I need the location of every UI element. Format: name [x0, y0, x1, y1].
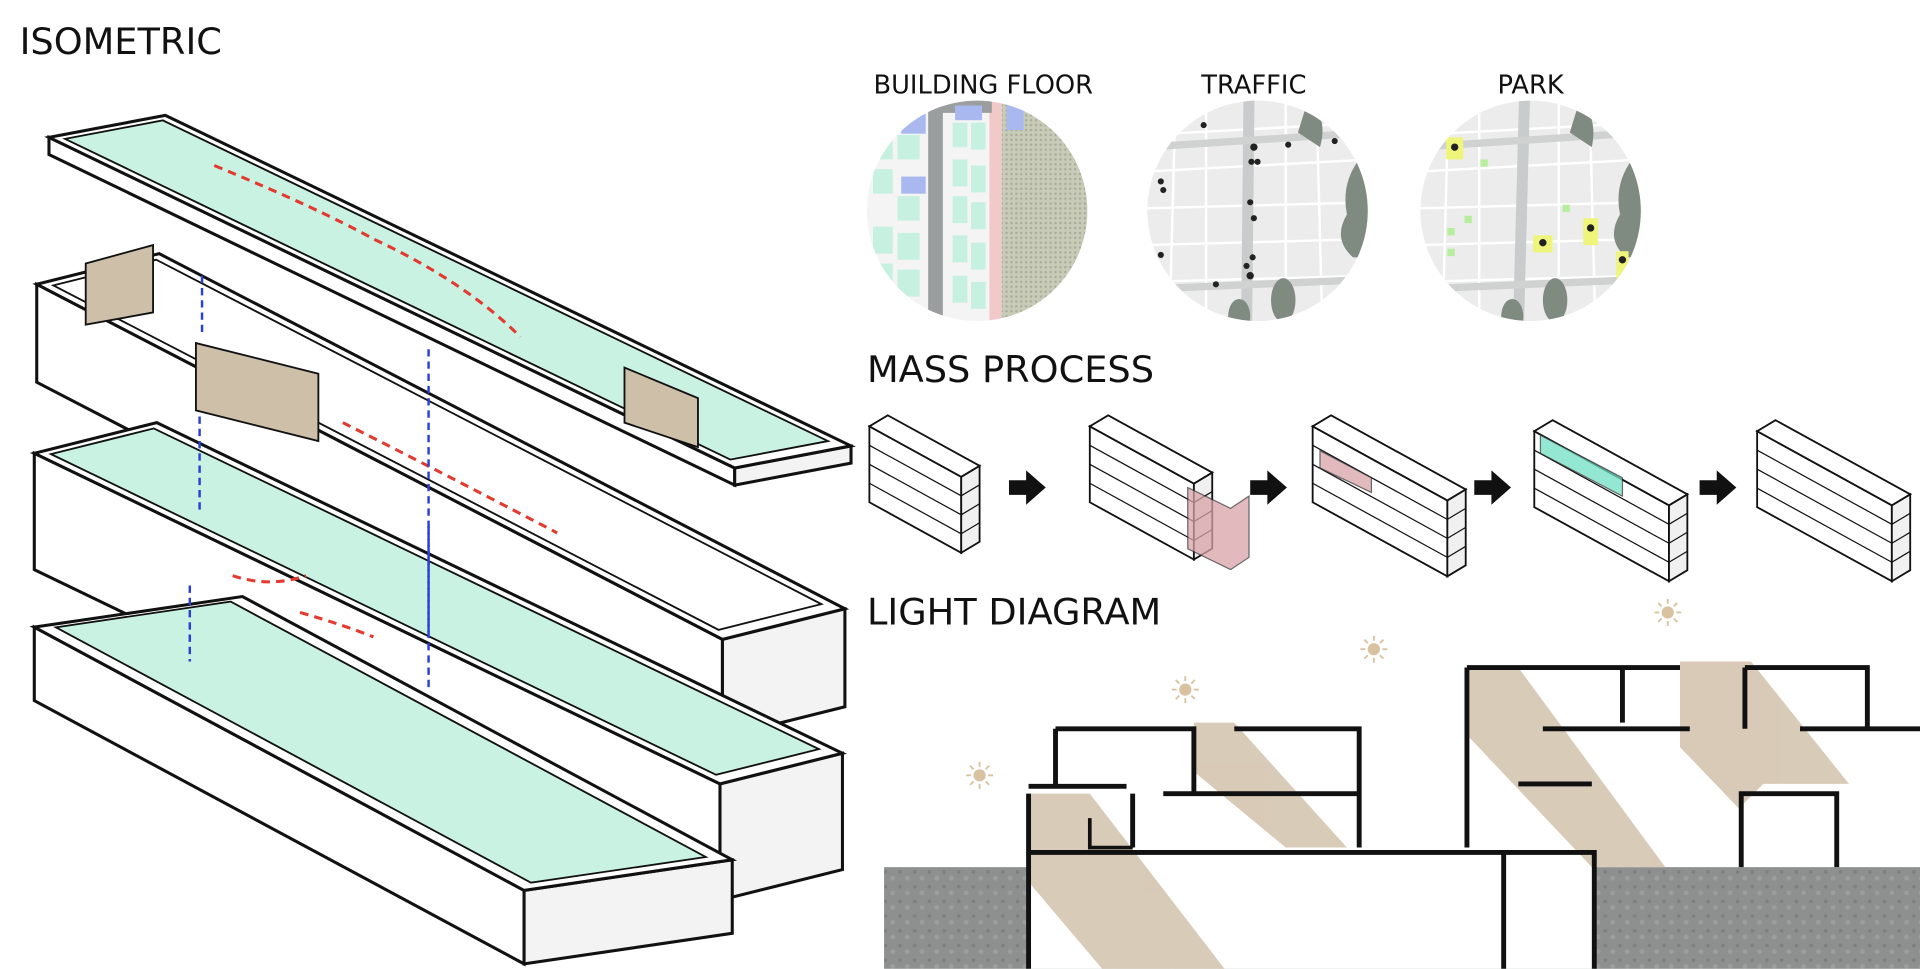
- floor-line: [960, 503, 980, 516]
- park-map: [1420, 100, 1641, 322]
- sun-core: [973, 769, 986, 782]
- sun-icon: [1654, 598, 1682, 626]
- floor-line: [1668, 550, 1688, 563]
- sun-ray: [1175, 679, 1180, 685]
- floor-surface: [48, 427, 822, 776]
- building-section: [1026, 665, 1920, 969]
- floor-line: [1668, 531, 1688, 544]
- floor-line: [1089, 482, 1195, 542]
- room-wall: [84, 243, 154, 326]
- sun-ray: [969, 780, 975, 786]
- floor-line: [1891, 512, 1911, 525]
- circulation-arrow: [342, 421, 558, 535]
- floor-line: [1533, 449, 1670, 525]
- traffic-label: TRAFFIC: [1200, 70, 1306, 100]
- floor-line: [1756, 468, 1893, 544]
- floor-line: [1089, 444, 1195, 504]
- sun-core: [1179, 683, 1192, 696]
- sun-ray: [985, 765, 990, 770]
- highlight-volume: [1539, 433, 1624, 498]
- sun-ray: [1190, 695, 1196, 700]
- sun-core: [1367, 643, 1380, 656]
- floor-line: [1447, 507, 1467, 520]
- light-diagram: [884, 598, 1920, 969]
- circulation-arrow: [213, 164, 522, 339]
- circulation-arrow: [232, 574, 307, 584]
- floor-line: [1447, 545, 1467, 558]
- sun-icon: [1360, 635, 1388, 663]
- room-wall: [623, 366, 699, 449]
- sun-ray: [1175, 695, 1180, 700]
- sun-ray: [1379, 639, 1385, 644]
- floor-line: [869, 463, 962, 516]
- basement-floor: [29, 594, 738, 967]
- sun-icon: [966, 761, 994, 789]
- arrow-right-icon: [1474, 470, 1512, 505]
- arrow-right-icon: [1008, 470, 1046, 505]
- light-beams: [1028, 661, 1849, 969]
- floor-line: [1089, 463, 1195, 523]
- sun-ray: [1657, 602, 1663, 608]
- room-wall: [195, 341, 320, 443]
- mass-step-1: [867, 414, 982, 555]
- floor-line: [869, 482, 962, 535]
- floor-line: [1447, 526, 1467, 539]
- arrow-right-icon: [1699, 470, 1737, 505]
- sun-ray: [1657, 617, 1663, 623]
- sun-ray: [1673, 617, 1678, 623]
- mass-top: [867, 414, 982, 478]
- mass-process-sequence: [867, 414, 1913, 583]
- isometric-title: ISOMETRIC: [20, 20, 222, 63]
- floor-line: [1891, 550, 1911, 563]
- mass-step-3: [1310, 414, 1468, 578]
- floor-line: [1756, 449, 1893, 525]
- mass-top: [1087, 414, 1215, 485]
- mass-top: [1532, 419, 1690, 507]
- sun-core: [1661, 606, 1674, 619]
- building-floor-map: [866, 100, 1088, 322]
- floor-surface: [52, 600, 709, 884]
- traffic-map: [1147, 100, 1368, 322]
- isometric-exploded-model: [29, 113, 856, 967]
- floor-line: [869, 444, 962, 497]
- mass-step-2: [1087, 414, 1250, 571]
- floor-line: [960, 484, 980, 497]
- mass-step-5: [1755, 419, 1913, 583]
- highlight-volume: [1187, 486, 1250, 571]
- sun-ray: [1673, 602, 1678, 608]
- mass-top: [1755, 419, 1913, 507]
- floor-line: [1312, 482, 1448, 558]
- floor-line: [1668, 512, 1688, 525]
- circulation-arrow: [299, 610, 375, 639]
- building-floor-label: BUILDING FLOOR: [873, 70, 1093, 100]
- floor-line: [1533, 468, 1670, 544]
- floor-line: [1312, 463, 1448, 539]
- sun-ray: [1363, 654, 1369, 660]
- floor-line: [1891, 531, 1911, 544]
- highlight-volume: [1319, 449, 1373, 494]
- floor-line: [1756, 487, 1893, 563]
- light-diagram-title: LIGHT DIAGRAM: [867, 591, 1161, 634]
- floor-line: [960, 522, 980, 535]
- sun-icon: [1171, 676, 1199, 704]
- sun-ray: [1379, 654, 1385, 660]
- arrow-right-icon: [1250, 470, 1287, 505]
- floor-line: [1533, 487, 1670, 563]
- mass-step-4: [1532, 419, 1690, 583]
- mass-top: [1310, 414, 1468, 502]
- sun-ray: [969, 765, 975, 770]
- mass-process-title: MASS PROCESS: [867, 348, 1154, 391]
- sun-ray: [1190, 679, 1196, 685]
- park-label: PARK: [1498, 70, 1565, 100]
- sun-ray: [1363, 639, 1369, 644]
- sun-ray: [985, 780, 990, 786]
- floor-line: [1312, 444, 1448, 520]
